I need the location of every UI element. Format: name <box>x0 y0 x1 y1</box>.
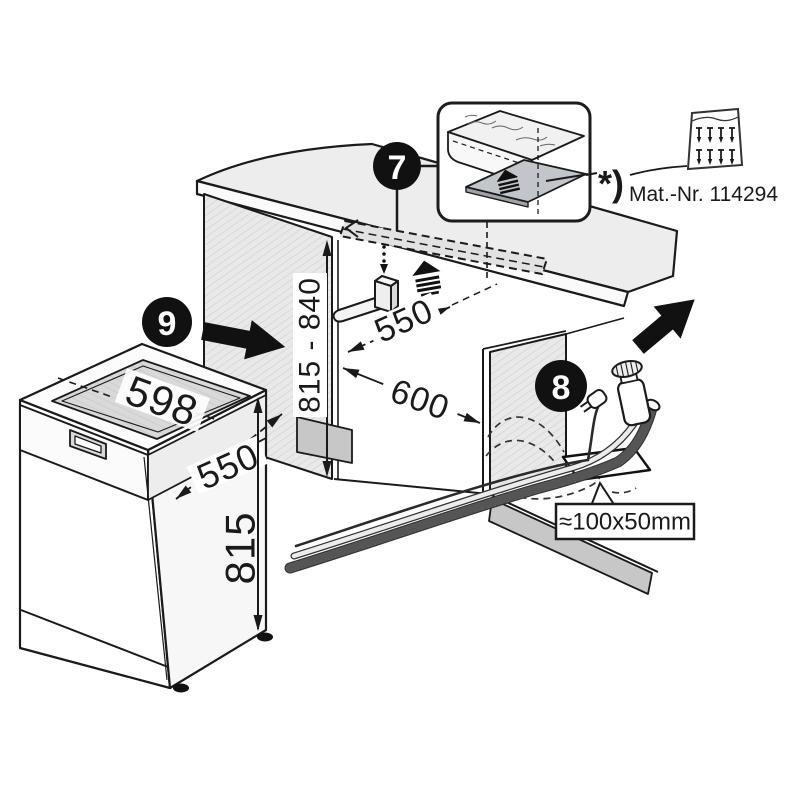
niche-width-label: 600 <box>385 372 454 428</box>
worktop-underside-edge <box>565 317 625 335</box>
footnote-marker: *) <box>598 163 624 204</box>
top-dim-dash-left <box>57 377 113 398</box>
control-panel-side <box>147 394 267 501</box>
foot <box>173 683 189 693</box>
cutout-label-group: ≈100x50mm <box>554 480 696 541</box>
niche-height-label: 815 - 840 <box>294 277 327 413</box>
base-top-edge <box>20 609 169 668</box>
dim-appliance-height: 815 <box>217 397 264 631</box>
screws <box>696 127 735 165</box>
callout-9: 9 <box>142 297 192 347</box>
foot <box>257 632 273 642</box>
dim-niche-width: 600 <box>342 367 481 428</box>
wood-grain-texture <box>464 114 556 147</box>
aquastop-valve-icon <box>611 360 652 427</box>
power-plug-icon <box>579 389 608 413</box>
dishwasher-top-recess-inner <box>61 365 241 433</box>
door-handle-inner <box>74 435 102 454</box>
strip-direction-arrow <box>344 219 359 238</box>
steam-protection-icon <box>497 169 521 195</box>
steam-protection-icon <box>412 260 442 297</box>
dim-niche-depth: 550 <box>347 283 498 353</box>
push-in-arrow-icon <box>201 320 286 360</box>
hammer-icon <box>332 245 399 323</box>
door-edge <box>143 456 168 681</box>
callout-7: 7 <box>373 142 438 231</box>
plate-leader-out <box>585 172 598 176</box>
plate-leader <box>545 173 588 182</box>
drain-hose <box>285 403 657 573</box>
dim-niche-height: 815 - 840 <box>293 240 332 477</box>
callout-7-number: 7 <box>388 149 407 187</box>
cutout-leader <box>589 480 617 507</box>
appliance-height-label: 815 <box>217 511 264 584</box>
protective-strip-midline <box>342 228 545 268</box>
screw-bag-icon <box>686 107 744 171</box>
right-panel-top-edge <box>482 330 567 350</box>
hoses <box>284 398 661 574</box>
protective-strip <box>338 219 549 276</box>
material-number-label: Mat.-Nr. 114294 <box>629 183 778 206</box>
tap-arrow <box>380 264 388 274</box>
supply-hose <box>291 421 637 559</box>
callout-8-number: 8 <box>552 369 571 407</box>
callout-8: 8 <box>535 360 587 412</box>
niche-bottom-wedge <box>296 416 353 464</box>
accessory-note: *) Mat.-Nr. 114294 <box>585 107 778 206</box>
inset-edge-dash <box>452 140 526 166</box>
cutout-label-box <box>554 502 696 541</box>
insertion-arrow-icon <box>632 299 695 354</box>
cutout-size-label: ≈100x50mm <box>559 509 691 536</box>
protective-strip-group <box>338 219 549 279</box>
callout-9-number: 9 <box>158 305 177 343</box>
detail-inset <box>436 101 592 223</box>
power-cord <box>294 405 600 548</box>
plinth <box>488 498 653 595</box>
bag-leader <box>629 165 688 176</box>
